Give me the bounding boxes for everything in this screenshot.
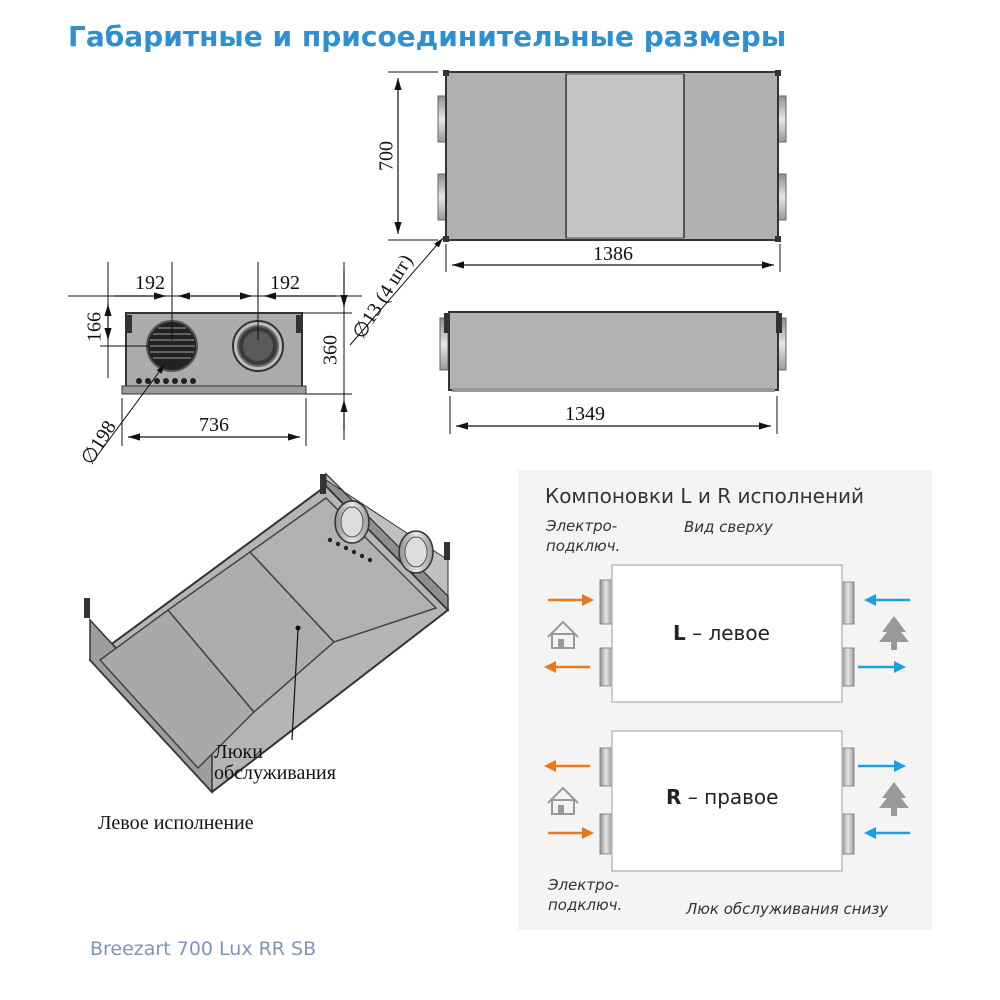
- elec-bottom-line2: подключ.: [548, 896, 622, 914]
- dimension-360: 360: [302, 262, 352, 440]
- elec-top-line2: подключ.: [546, 537, 620, 555]
- layouts-panel: Компоновки L и R исполнений Вид сверху Э…: [518, 470, 932, 930]
- dimension-hole: ∅13 (4 шт): [348, 237, 444, 346]
- panel-title: Компоновки L и R исполнений: [545, 484, 864, 508]
- svg-text:R – правое: R – правое: [666, 785, 778, 809]
- mode-R-letter: R: [666, 785, 681, 809]
- isometric-view: [84, 472, 450, 794]
- dim-198-label: ∅198: [77, 417, 121, 469]
- page-title: Габаритные и присоединительные размеры: [68, 20, 787, 53]
- unit-L: L – левое: [599, 564, 855, 703]
- mode-L-text: – левое: [686, 621, 770, 645]
- dim-700-label: 700: [376, 141, 398, 171]
- dim-1349-label: 1349: [565, 403, 605, 425]
- footer-model: Breezart 700 Lux RR SB: [90, 938, 317, 960]
- dim-1386-label: 1386: [593, 243, 633, 265]
- dim-192-right-label: 192: [270, 272, 300, 294]
- svg-text:L – левое: L – левое: [673, 621, 770, 645]
- mode-R-text: – правое: [681, 785, 778, 809]
- service-hatch-label-2: обслуживания: [214, 762, 336, 784]
- tree-icon: [879, 782, 909, 816]
- front-view: [121, 312, 307, 395]
- house-icon: [547, 786, 579, 815]
- service-hatch-label-1: Люки: [214, 741, 263, 763]
- top-view: [437, 70, 787, 242]
- arrow-icon: [544, 594, 910, 673]
- dimension-1386: 1386: [445, 243, 781, 272]
- panel-view-label: Вид сверху: [684, 518, 774, 536]
- tree-icon: [879, 616, 909, 650]
- dim-hole-label: ∅13 (4 шт): [348, 251, 417, 343]
- mode-L-letter: L: [673, 621, 686, 645]
- dimension-736: 736: [121, 398, 307, 446]
- iso-caption: Левое исполнение: [98, 812, 254, 834]
- dimension-700: 700: [376, 71, 438, 241]
- dimension-1349: 1349: [449, 396, 778, 434]
- arrow-icon: [544, 760, 910, 839]
- dim-736-label: 736: [199, 414, 229, 436]
- dim-192-left-label: 192: [135, 272, 165, 294]
- bottom-note: Люк обслуживания снизу: [685, 900, 889, 918]
- elec-top-line1: Электро-: [545, 517, 617, 535]
- house-icon: [547, 620, 579, 649]
- dim-166-label: 166: [84, 312, 106, 342]
- elec-bottom-line1: Электро-: [547, 876, 619, 894]
- dimension-166: 166: [84, 304, 150, 347]
- unit-R: R – правое: [599, 730, 855, 872]
- side-view: [439, 311, 787, 392]
- dim-360-label: 360: [320, 335, 342, 365]
